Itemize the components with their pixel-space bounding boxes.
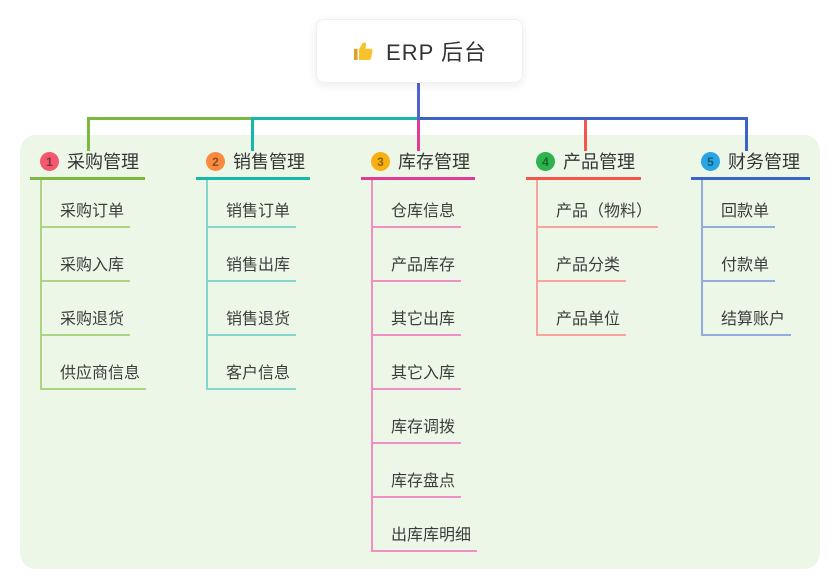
node-item[interactable]: 产品分类 <box>538 228 627 282</box>
node-item[interactable]: 其它入库 <box>373 336 462 390</box>
branch-label: 采购管理 <box>67 151 139 172</box>
node-item[interactable]: 出库库明细 <box>373 498 478 552</box>
node-item[interactable]: 采购订单 <box>42 180 131 228</box>
branch-inventory-children: 仓库信息 产品库存 其它出库 其它入库 库存调拨 库存盘点 出库库明细 <box>371 180 478 552</box>
branch-label: 销售管理 <box>233 151 305 172</box>
node-item[interactable]: 销售订单 <box>208 180 297 228</box>
branch-inventory-header[interactable]: 3 库存管理 <box>361 151 475 180</box>
node-item[interactable]: 结算账户 <box>703 282 792 336</box>
node-item[interactable]: 产品库存 <box>373 228 462 282</box>
branch-sales-children: 销售订单 销售出库 销售退货 客户信息 <box>206 180 310 390</box>
branch-number-badge: 5 <box>701 152 720 171</box>
node-item[interactable]: 库存调拨 <box>373 390 462 444</box>
node-item[interactable]: 产品单位 <box>538 282 627 336</box>
branch-label: 财务管理 <box>728 151 800 172</box>
node-item[interactable]: 仓库信息 <box>373 180 462 228</box>
branch-number-badge: 2 <box>206 152 225 171</box>
node-item[interactable]: 付款单 <box>703 228 776 282</box>
branch-number-badge: 4 <box>536 152 555 171</box>
branch-purchase-header[interactable]: 1 采购管理 <box>30 151 145 180</box>
branch-purchase-children: 采购订单 采购入库 采购退货 供应商信息 <box>40 180 147 390</box>
branch-purchase: 1 采购管理 采购订单 采购入库 采购退货 供应商信息 <box>30 151 147 390</box>
node-item[interactable]: 其它出库 <box>373 282 462 336</box>
thumbs-up-icon <box>352 39 376 63</box>
node-item[interactable]: 产品（物料） <box>538 180 659 228</box>
branch-finance-children: 回款单 付款单 结算账户 <box>701 180 810 336</box>
node-item[interactable]: 采购退货 <box>42 282 131 336</box>
branch-label: 产品管理 <box>563 151 635 172</box>
branch-product-children: 产品（物料） 产品分类 产品单位 <box>536 180 659 336</box>
branch-product-header[interactable]: 4 产品管理 <box>526 151 641 180</box>
node-item[interactable]: 回款单 <box>703 180 776 228</box>
node-item[interactable]: 客户信息 <box>208 336 297 390</box>
root-node[interactable]: ERP 后台 <box>316 19 523 83</box>
branch-finance-header[interactable]: 5 财务管理 <box>691 151 810 180</box>
branch-product: 4 产品管理 产品（物料） 产品分类 产品单位 <box>526 151 659 336</box>
node-item[interactable]: 库存盘点 <box>373 444 462 498</box>
branch-finance: 5 财务管理 回款单 付款单 结算账户 <box>691 151 810 336</box>
node-item[interactable]: 销售退货 <box>208 282 297 336</box>
node-item[interactable]: 采购入库 <box>42 228 131 282</box>
root-node-label: ERP 后台 <box>386 40 487 65</box>
node-item[interactable]: 供应商信息 <box>42 336 147 390</box>
branch-inventory: 3 库存管理 仓库信息 产品库存 其它出库 其它入库 库存调拨 库存盘点 出库库… <box>361 151 478 552</box>
branch-number-badge: 3 <box>371 152 390 171</box>
branch-label: 库存管理 <box>398 151 470 172</box>
node-item[interactable]: 销售出库 <box>208 228 297 282</box>
branch-sales-header[interactable]: 2 销售管理 <box>196 151 310 180</box>
branch-number-badge: 1 <box>40 152 59 171</box>
branch-sales: 2 销售管理 销售订单 销售出库 销售退货 客户信息 <box>196 151 310 390</box>
